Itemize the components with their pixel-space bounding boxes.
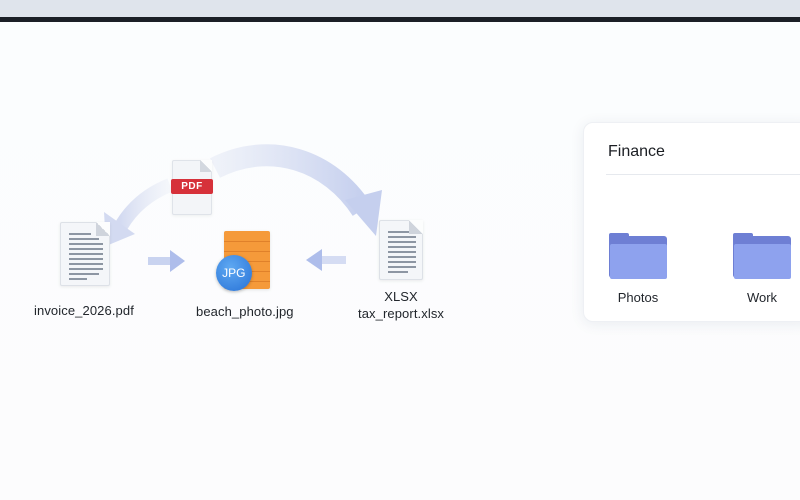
document-icon [59,222,110,286]
window-top-bar [0,0,800,17]
finance-folder-panel: Finance Photos Work [583,122,800,322]
jpg-badge: JPG [215,255,252,291]
folder-icon [609,233,667,280]
panel-divider [606,174,800,175]
folder-label: Work [746,290,778,305]
file-type-label: XLSX [384,289,418,304]
jpg-image-icon: JPG [215,231,270,291]
folder-photos[interactable]: Photos [609,233,667,305]
floating-pdf-file[interactable]: PDF [171,160,213,215]
file-invoice[interactable]: invoice_2026.pdf [34,222,134,318]
file-name: tax_report.xlsx [358,306,445,321]
folder-icon [733,233,791,280]
pdf-badge: PDF [171,179,213,194]
file-tax-report[interactable]: XLSX tax_report.xlsx [358,220,444,321]
folder-label: Photos [617,290,659,305]
window-divider [0,17,800,22]
file-name: invoice_2026.pdf [34,303,134,318]
panel-title: Finance [608,143,665,160]
file-name: beach_photo.jpg [196,304,294,319]
spreadsheet-icon [379,220,424,280]
file-beach-photo[interactable]: JPG beach_photo.jpg [196,231,294,319]
folder-work[interactable]: Work [733,233,791,305]
